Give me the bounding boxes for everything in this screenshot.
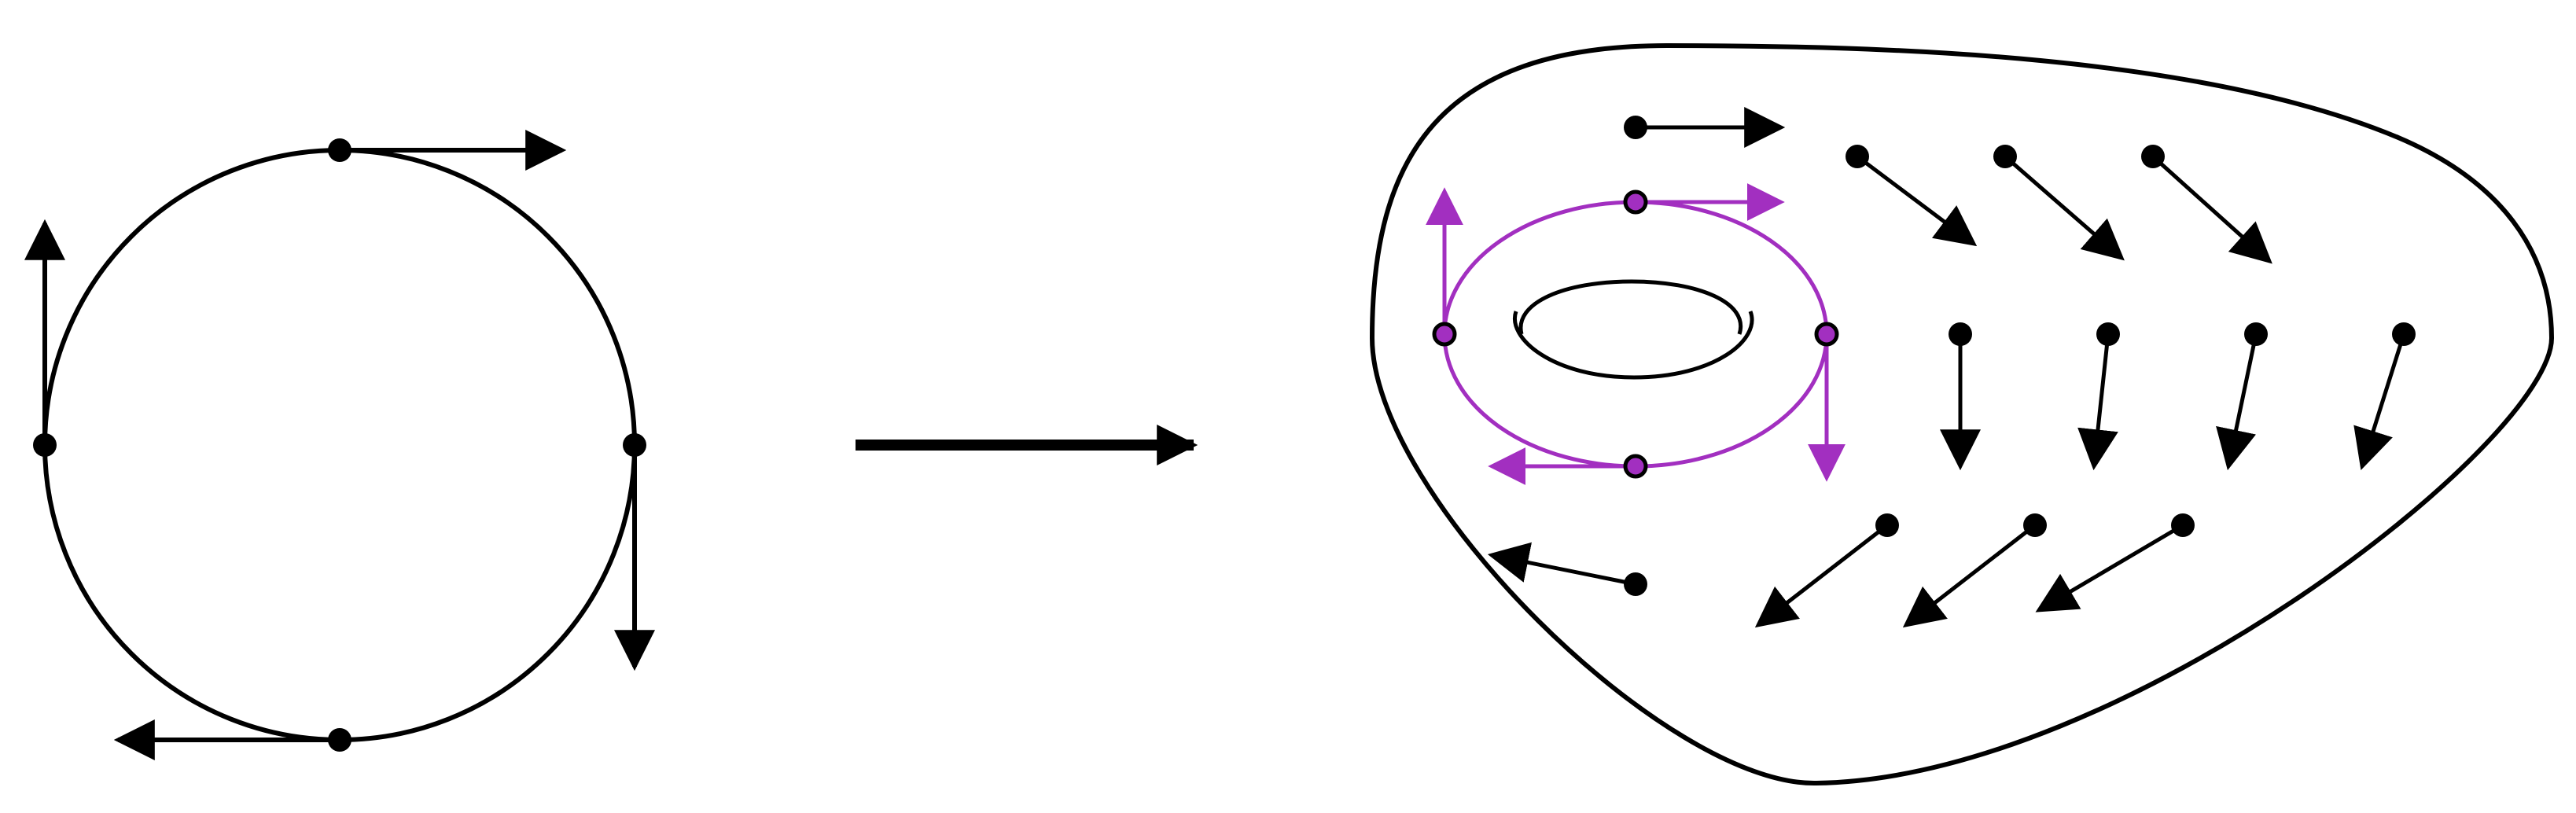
right-panel bbox=[1369, 42, 2555, 786]
loop-curve bbox=[1442, 200, 1829, 469]
field-point bbox=[2392, 322, 2416, 346]
field-vector bbox=[2151, 155, 2272, 264]
hole bbox=[1513, 279, 1754, 380]
field-vector bbox=[2353, 333, 2406, 470]
field-point bbox=[1949, 322, 1972, 346]
field-vector bbox=[1754, 524, 1889, 628]
point-right bbox=[623, 433, 646, 457]
highlighted-loop bbox=[1426, 183, 1846, 485]
loop-point-left bbox=[1432, 322, 1457, 347]
point-left bbox=[33, 433, 57, 457]
field-point bbox=[1624, 572, 1647, 596]
field-vector bbox=[2216, 333, 2258, 471]
point-bottom bbox=[328, 728, 351, 752]
field-vector bbox=[1856, 155, 1978, 247]
field-point bbox=[1846, 145, 1869, 168]
left-panel bbox=[24, 130, 655, 760]
circle bbox=[42, 148, 637, 742]
field-vector bbox=[2077, 333, 2118, 471]
loop-point-top bbox=[1623, 189, 1648, 215]
loop-point-right bbox=[1814, 322, 1839, 347]
field-point bbox=[2096, 322, 2120, 346]
point-top bbox=[328, 138, 351, 162]
field-point bbox=[2244, 322, 2268, 346]
field-vector bbox=[1487, 542, 1636, 587]
field-point bbox=[1993, 145, 2017, 168]
vector-field bbox=[1487, 107, 2416, 628]
field-point bbox=[2023, 513, 2047, 537]
field-point bbox=[1875, 513, 1899, 537]
field-vector bbox=[2035, 523, 2184, 613]
region-boundary bbox=[1369, 42, 2555, 786]
field-point bbox=[1624, 116, 1647, 139]
loop-point-bottom bbox=[1623, 454, 1648, 479]
field-vector bbox=[1902, 524, 2037, 628]
field-vector bbox=[2004, 155, 2125, 261]
field-point bbox=[2141, 145, 2165, 168]
field-point bbox=[2171, 513, 2195, 537]
